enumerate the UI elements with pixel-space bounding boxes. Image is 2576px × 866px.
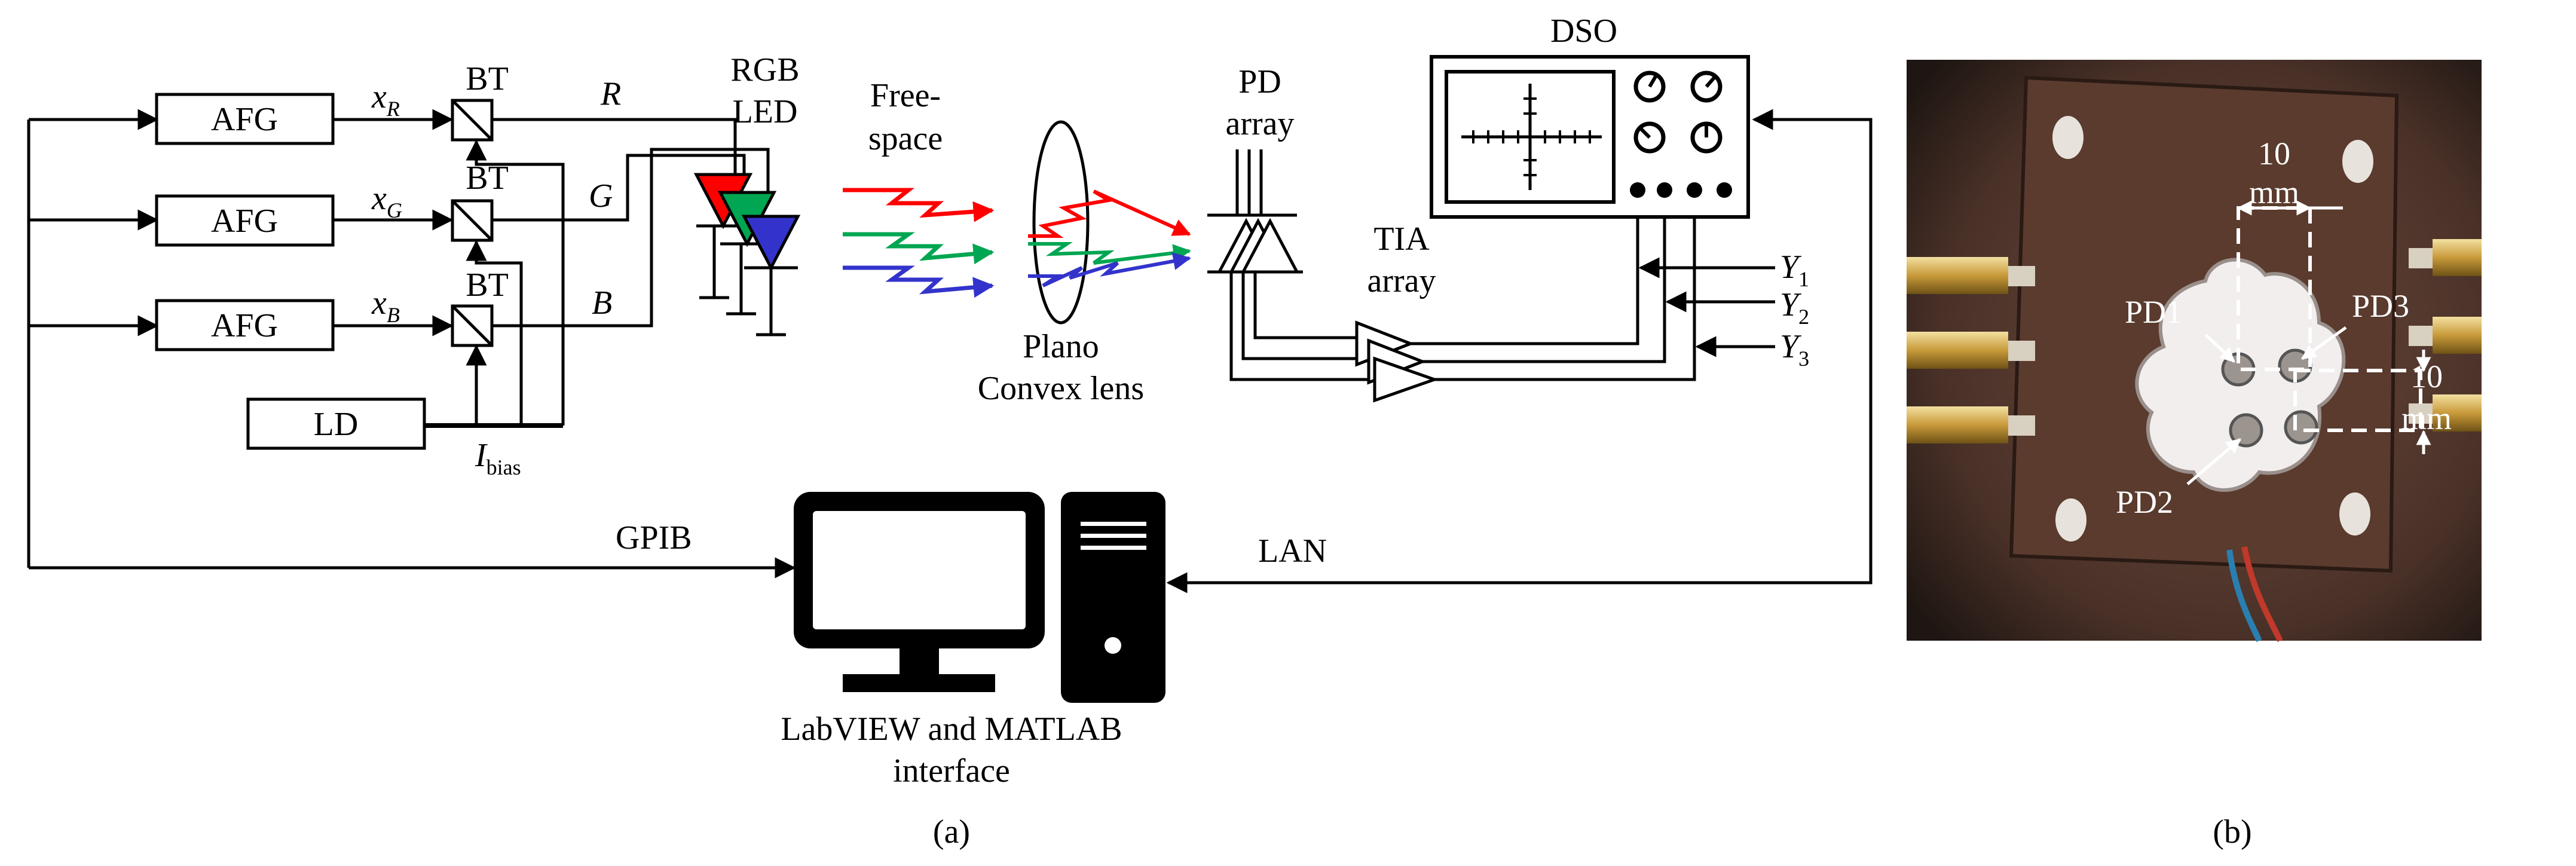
- signal-r-label: R: [600, 75, 621, 112]
- xr-label: xR: [371, 78, 400, 121]
- afg-r: AFG: [155, 93, 335, 145]
- bias-tee-g: BT: [451, 160, 509, 242]
- pd1-label: PD1: [2125, 294, 2182, 330]
- photo-b: 10 mm 10 mm PD1 PD3 PD2: [1907, 60, 2482, 642]
- ibias-label: Ibias: [475, 437, 521, 479]
- bt-b-label: BT: [466, 267, 509, 304]
- dso-label: DSO: [1550, 13, 1617, 50]
- sma-connectors-left: [1907, 257, 2035, 443]
- pd-array-line1: PD: [1238, 63, 1281, 100]
- pd2-label: PD2: [2116, 484, 2173, 520]
- bt-r-label: BT: [466, 60, 509, 97]
- afg-b-label: AFG: [211, 307, 278, 344]
- schematic-a: GPIB AFG AFG AFG xR xG xB BT: [27, 13, 1873, 850]
- gpib-label: GPIB: [616, 519, 692, 556]
- afg-g-label: AFG: [211, 203, 278, 240]
- dim-top-value: 10: [2258, 136, 2290, 172]
- caption-a: (a): [933, 813, 970, 850]
- y2-label: Y2: [1780, 286, 1809, 329]
- dim-right-value: 10: [2410, 359, 2443, 394]
- caption-b: (b): [2213, 813, 2251, 850]
- xg-label: xG: [371, 180, 402, 222]
- pd3-label: PD3: [2352, 288, 2409, 324]
- pd-array-line2: array: [1225, 105, 1294, 142]
- free-space-light: Free- space: [843, 77, 995, 298]
- pc-line1: LabVIEW and MATLAB: [781, 711, 1122, 748]
- signal-b-label: B: [592, 284, 612, 322]
- pc-line2: interface: [893, 752, 1010, 790]
- computer: LabVIEW and MATLAB interface: [781, 492, 1165, 790]
- pd-array: PD array: [1207, 63, 1303, 274]
- afg-b: AFG: [155, 299, 335, 351]
- dim-right-unit: mm: [2401, 400, 2452, 436]
- xb-label: xB: [371, 284, 400, 327]
- dim-top-unit: mm: [2249, 175, 2299, 210]
- lan-label: LAN: [1258, 533, 1327, 570]
- plano-line1: Plano: [1023, 328, 1099, 365]
- gpib-bus: GPIB: [27, 109, 796, 579]
- ld-label: LD: [314, 406, 359, 443]
- rgb-led-line2: LED: [733, 93, 798, 130]
- signal-g-label: G: [589, 178, 613, 215]
- y1-label: Y1: [1780, 249, 1809, 291]
- ld-box: LD: [246, 397, 426, 450]
- afg-g: AFG: [155, 194, 335, 247]
- tia-line2: array: [1367, 262, 1436, 299]
- afg-r-label: AFG: [211, 101, 278, 138]
- bias-tee-r: BT: [451, 60, 509, 142]
- sma-connectors-right: [2409, 239, 2482, 432]
- free-space-line1: Free-: [870, 77, 941, 114]
- rgb-led-line1: RGB: [730, 51, 799, 88]
- bias-tee-b: BT: [451, 267, 509, 347]
- free-space-line2: space: [868, 120, 943, 157]
- plano-line2: Convex lens: [978, 370, 1144, 407]
- tia-line1: TIA: [1373, 221, 1430, 258]
- dso: DSO: [1430, 13, 1750, 219]
- lan-link: LAN: [1166, 109, 1873, 593]
- y3-label: Y3: [1780, 328, 1809, 371]
- tia-array: TIA array: [1355, 221, 1439, 403]
- rgb-led: RGB LED: [693, 51, 801, 336]
- plano-convex-lens: Plano Convex lens: [978, 120, 1191, 407]
